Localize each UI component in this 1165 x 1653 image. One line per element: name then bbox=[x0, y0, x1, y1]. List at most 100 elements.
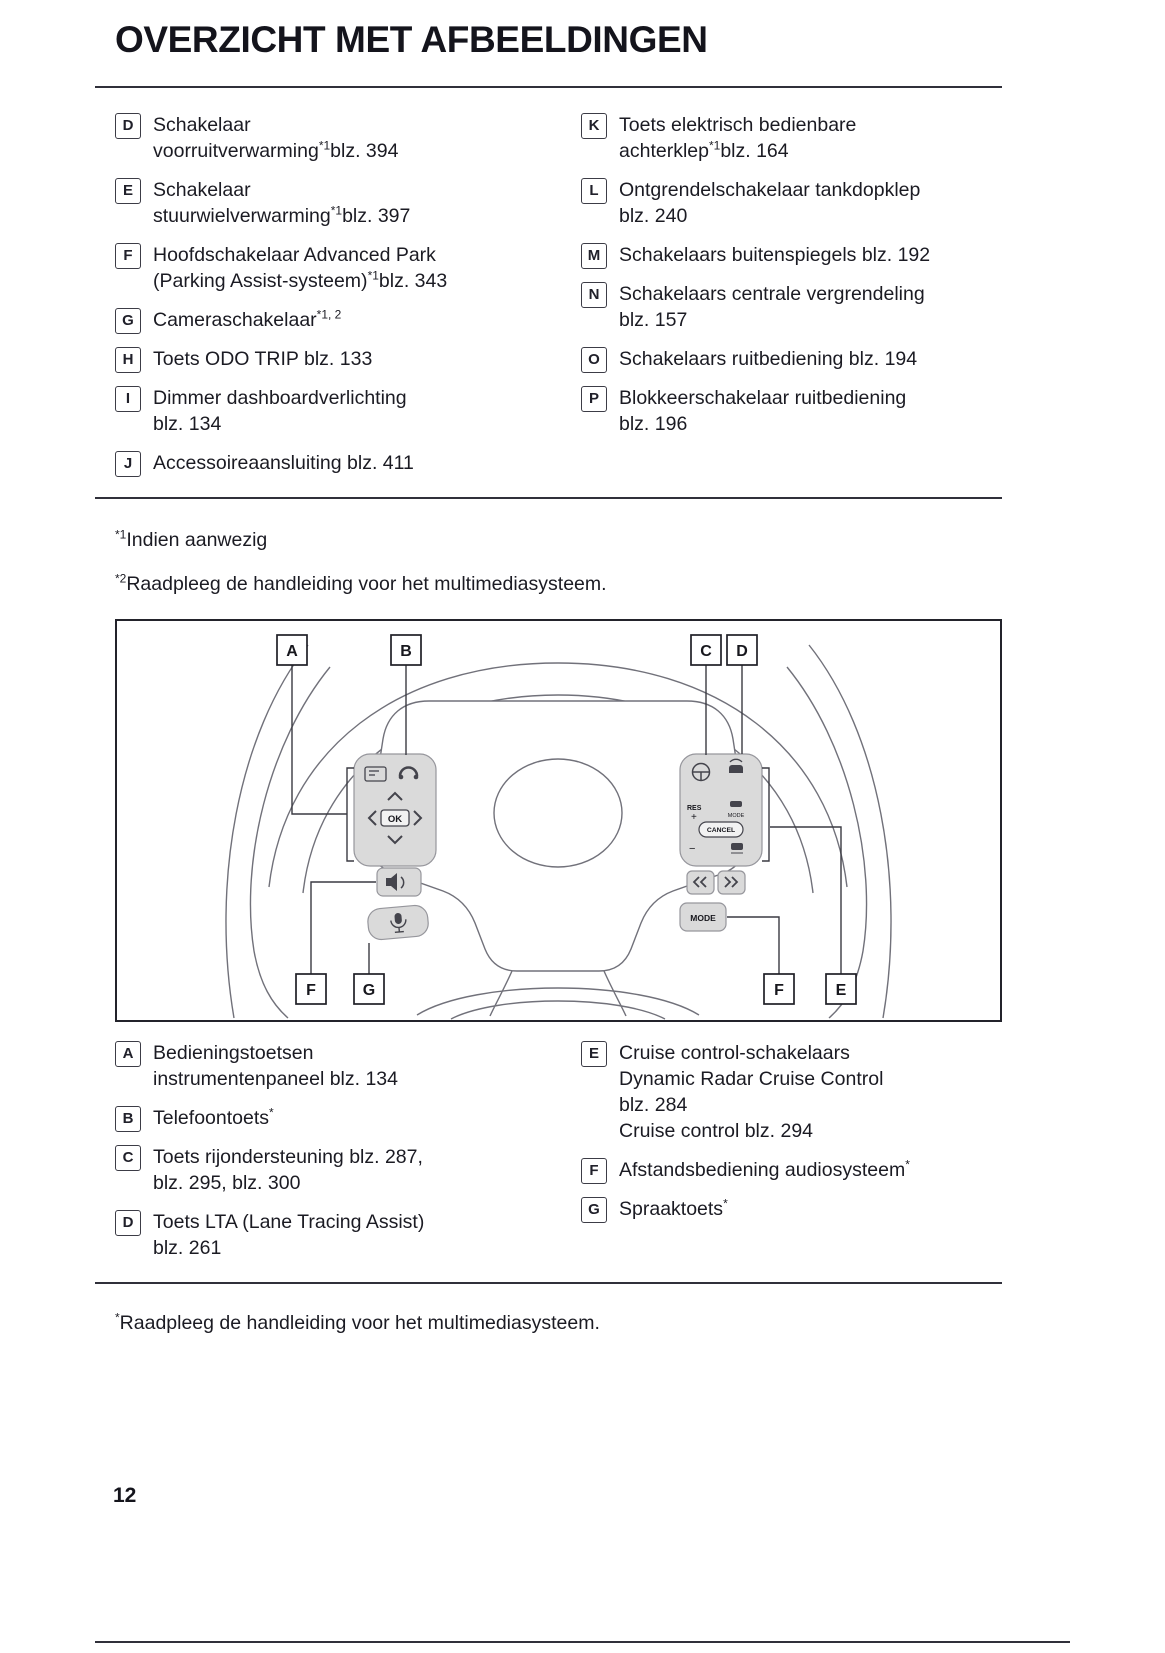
callout-a: A bbox=[276, 634, 308, 667]
ok-button-label: OK bbox=[388, 814, 402, 825]
callout-boxes: A B C D F G F E bbox=[276, 634, 857, 1006]
footnote-1-marker: *1 bbox=[115, 527, 127, 542]
minus-label: − bbox=[689, 843, 695, 855]
ok-button: OK bbox=[380, 809, 410, 828]
callout-f-right: F bbox=[763, 973, 795, 1006]
callout-e-label: E bbox=[836, 982, 847, 999]
volume-button bbox=[376, 867, 422, 897]
callout-e: E bbox=[825, 973, 857, 1006]
item-key-box: F bbox=[115, 243, 141, 270]
lane-tracing-assist-icon bbox=[729, 759, 743, 774]
legend-item: F Afstandsbediening audiosysteem* bbox=[581, 1157, 1002, 1185]
title-divider bbox=[95, 86, 1002, 89]
footnotes: *1Indien aanwezig *2Raadpleeg de handlei… bbox=[115, 499, 1002, 597]
item-key-box: G bbox=[581, 1197, 607, 1224]
four-way-pad bbox=[367, 791, 423, 845]
legend-item: B Telefoontoets* bbox=[115, 1105, 536, 1133]
vehicle-distance-icon bbox=[731, 843, 743, 854]
left-button-pod: OK bbox=[353, 753, 437, 867]
page-title: OVERZICHT MET AFBEELDINGEN bbox=[115, 19, 708, 60]
item-key-box: O bbox=[581, 347, 607, 374]
callout-f-right-label: F bbox=[774, 982, 784, 999]
footnote-marker: *1, 2 bbox=[316, 307, 342, 322]
item-key-box: A bbox=[115, 1041, 141, 1068]
footnote-3: *Raadpleeg de handleiding voor het multi… bbox=[115, 1310, 1002, 1336]
item-key-box: I bbox=[115, 386, 141, 413]
item-key-box: F bbox=[581, 1158, 607, 1185]
mode-button: MODE bbox=[679, 902, 727, 932]
arrow-down-icon bbox=[387, 835, 403, 845]
footnote-1-text: Indien aanwezig bbox=[126, 529, 268, 552]
footnote-2-marker: *2 bbox=[115, 571, 127, 586]
item-key-box: D bbox=[115, 1210, 141, 1237]
footer-divider bbox=[95, 1641, 1070, 1643]
footnote-marker: *1 bbox=[330, 203, 343, 218]
footnote-marker: *1 bbox=[318, 138, 331, 153]
item-key-box: L bbox=[581, 178, 607, 205]
item-text: Cameraschakelaar*1, 2 bbox=[153, 307, 342, 332]
arrow-up-icon bbox=[387, 791, 403, 802]
callout-d-label: D bbox=[736, 643, 748, 660]
item-key-box: N bbox=[581, 282, 607, 309]
callout-b-label: B bbox=[400, 643, 412, 660]
callout-c-label: C bbox=[700, 643, 712, 660]
footnote-marker: * bbox=[905, 1157, 910, 1172]
footnote-2: *2Raadpleeg de handleiding voor het mult… bbox=[115, 571, 1002, 597]
item-text: Telefoontoets* bbox=[153, 1105, 274, 1130]
horn-pad bbox=[493, 758, 623, 869]
seek-forward-icon bbox=[724, 876, 739, 889]
item-key-box: D bbox=[115, 113, 141, 140]
steering-wheel-diagram: OK bbox=[115, 619, 1002, 1023]
microphone-icon bbox=[390, 913, 407, 934]
callout-f-left: F bbox=[295, 973, 327, 1006]
item-key-box: K bbox=[581, 113, 607, 140]
speaker-icon bbox=[386, 873, 397, 892]
item-key-box: C bbox=[115, 1145, 141, 1172]
footnote-2-text: Raadpleeg de handleiding voor het multim… bbox=[126, 573, 607, 596]
seek-forward-button bbox=[717, 870, 746, 895]
item-key-box: B bbox=[115, 1106, 141, 1133]
cancel-button: CANCEL bbox=[698, 821, 744, 838]
display-toggle-icon bbox=[364, 766, 387, 783]
footnote-marker: *1 bbox=[708, 138, 721, 153]
right-button-pod: RES + MODE CANCEL − bbox=[679, 753, 763, 867]
legend-bottom-divider bbox=[95, 1282, 1002, 1285]
callout-leader-lines bbox=[291, 665, 842, 975]
item-text: Afstandsbediening audiosysteem* bbox=[619, 1157, 910, 1182]
footnote-3-text: Raadpleeg de handleiding voor het multim… bbox=[119, 1312, 600, 1335]
footnote-marker: * bbox=[723, 1196, 728, 1211]
footnote-3-marker: * bbox=[115, 1310, 120, 1325]
footnote-1: *1Indien aanwezig bbox=[115, 527, 1002, 553]
footnote-marker: *1 bbox=[367, 268, 379, 283]
arrow-right-icon bbox=[413, 810, 423, 827]
seek-back-button bbox=[686, 870, 715, 895]
item-key-box: G bbox=[115, 308, 141, 335]
callout-d: D bbox=[726, 634, 758, 667]
cancel-button-label: CANCEL bbox=[707, 827, 735, 834]
item-text: Toets ODO TRIP blz. 133 bbox=[153, 348, 373, 371]
callout-g-label: G bbox=[363, 982, 375, 999]
callout-a-label: A bbox=[286, 643, 298, 660]
